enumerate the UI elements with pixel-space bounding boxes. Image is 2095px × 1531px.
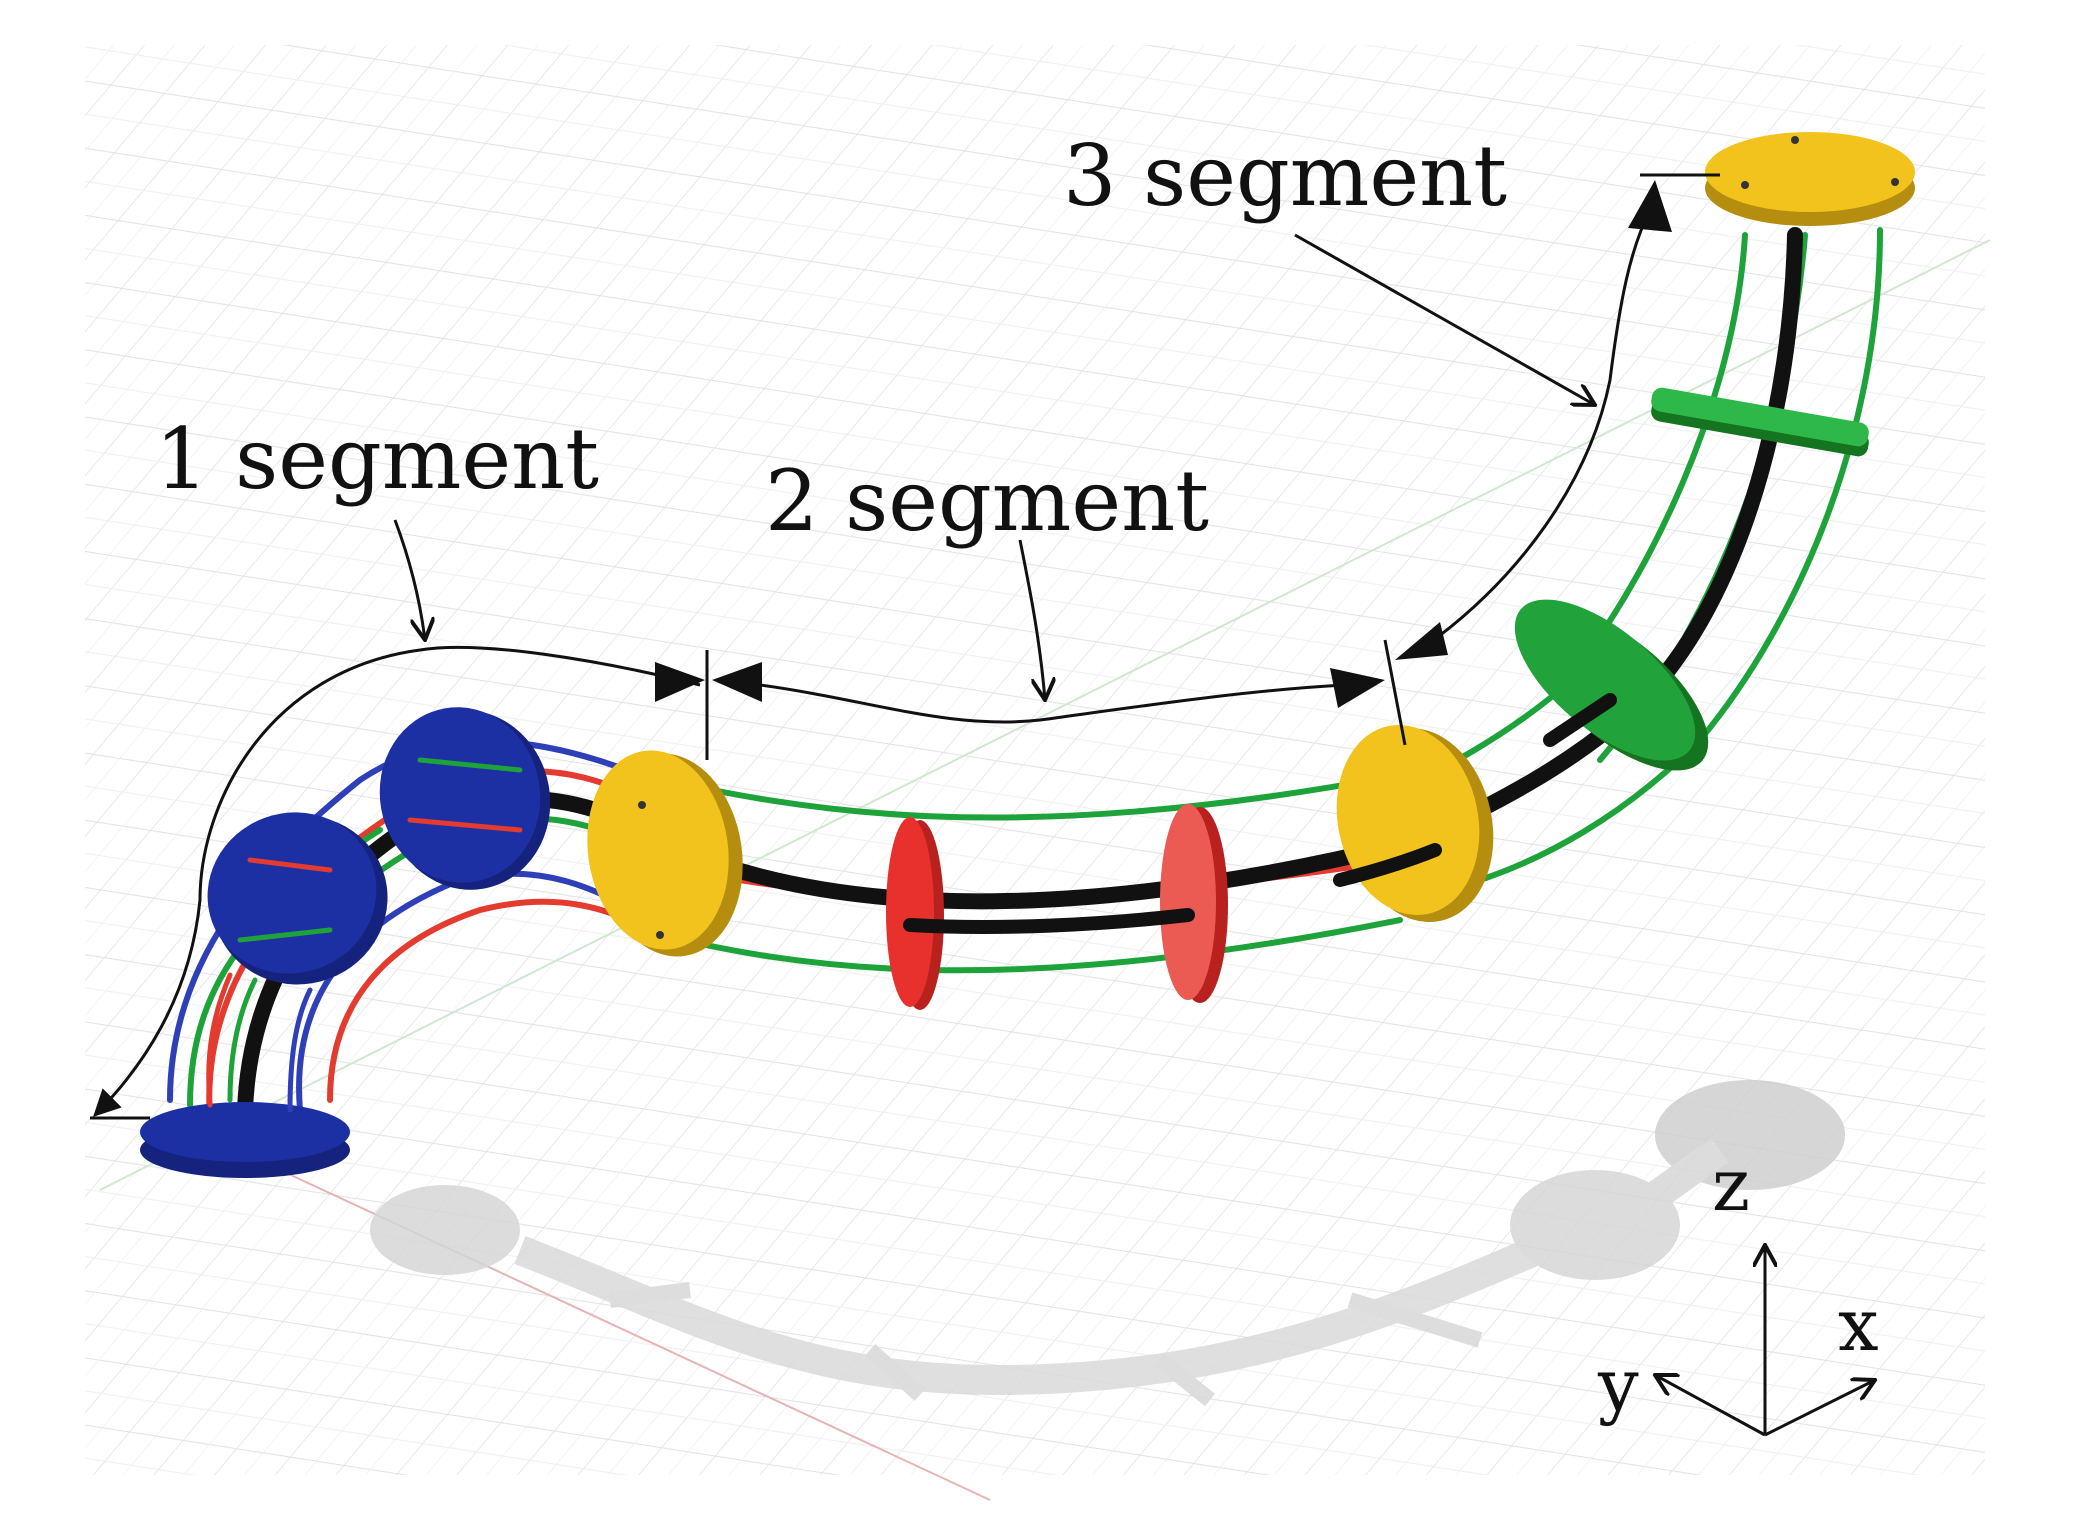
segment2-label: 2 segment	[765, 452, 1209, 550]
axis-y-label: y	[1597, 1343, 1639, 1427]
segment2-backbone	[672, 832, 1428, 910]
segment1-disk-3	[379, 707, 551, 890]
segment1-dimension-curve	[93, 645, 701, 1117]
segment2-leader	[1018, 539, 1045, 700]
axis-z-label: z	[1712, 1143, 1750, 1227]
segment3-dimension-curve	[1419, 209, 1652, 652]
segment-annotations	[90, 173, 1720, 1120]
arrow-head-icon	[655, 662, 705, 702]
arrow-head-icon	[1628, 180, 1672, 232]
joint-disk-2	[1333, 724, 1494, 923]
joint2-tick	[1383, 639, 1407, 746]
segment2-backbone-front	[903, 908, 1195, 934]
segment1-disk-2	[207, 812, 388, 985]
segment3-leader	[1294, 233, 1595, 405]
robot-body	[140, 132, 1915, 1178]
joint-disk-1	[587, 750, 743, 957]
segment1-base-disk	[140, 1102, 350, 1178]
axis-x-label: x	[1838, 1283, 1879, 1367]
arrow-head-icon	[712, 662, 762, 702]
segment1-leader	[393, 519, 425, 640]
robot-shadow	[370, 1080, 1845, 1407]
segment3-label: 3 segment	[1063, 127, 1507, 225]
axis-triad-icon	[1655, 1245, 1875, 1437]
segment3-disk-2	[1651, 387, 1869, 457]
segment1-cables-front	[206, 757, 523, 1113]
arrow-head-icon	[1330, 668, 1385, 708]
segment2-disk-2	[1160, 804, 1228, 1003]
end-disk	[1705, 132, 1915, 226]
segment2-disk-1	[886, 817, 944, 1010]
segment1-label: 1 segment	[155, 410, 599, 508]
segment2-dimension-curve	[759, 683, 1346, 724]
joint-arrowheads	[655, 180, 1672, 708]
segment3-disk-1	[1514, 599, 1709, 771]
arrow-head-icon	[1395, 622, 1448, 660]
